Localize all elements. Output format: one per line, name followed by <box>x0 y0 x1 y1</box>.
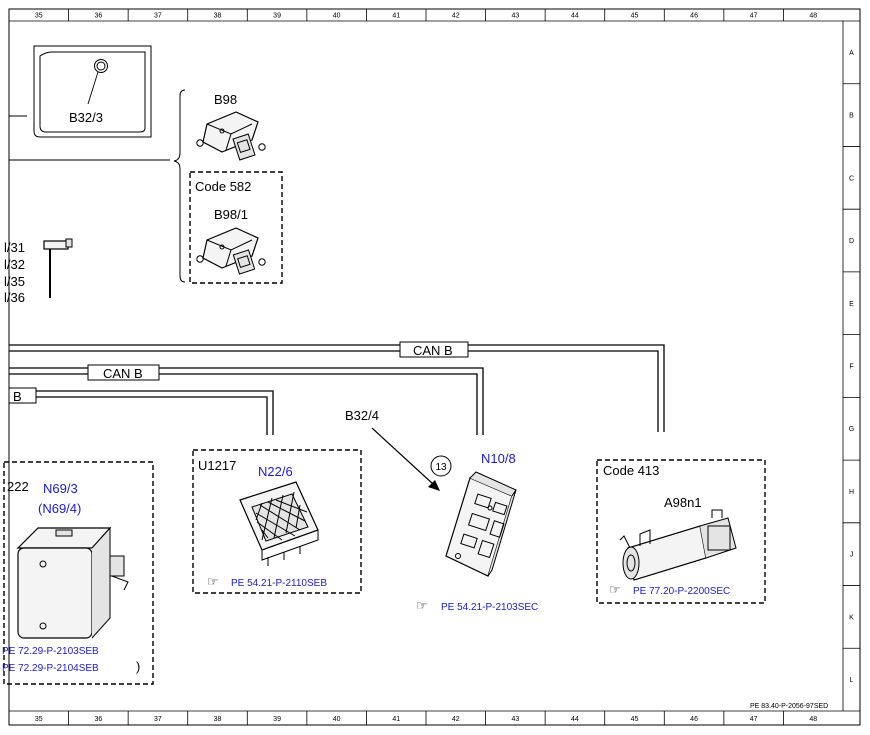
pointing-hand-icon-n10: ☞ <box>416 598 428 613</box>
can-b-low-label: B <box>13 389 22 404</box>
can-b-mid-label: CAN B <box>103 366 143 381</box>
n69-ref-a: PE 72.29-P-2103SEB <box>2 646 99 657</box>
grid-column-label: 39 <box>273 716 281 723</box>
grid-column-label: 37 <box>154 13 162 20</box>
n69-3-label: N69/3 <box>43 481 78 496</box>
code-413-label: Code 413 <box>603 463 659 478</box>
temperature-sensor <box>43 238 73 298</box>
b98-1-label: B98/1 <box>214 207 248 222</box>
grid-row-label: D <box>849 238 854 245</box>
n22-6-label: N22/6 <box>258 464 293 479</box>
grid-column-label: 39 <box>273 13 281 20</box>
grid-column-label: 44 <box>571 13 579 20</box>
grid-column-label: 35 <box>35 13 43 20</box>
grid-row-label: H <box>849 489 854 496</box>
grid-row-label: A <box>849 50 854 57</box>
grid-row-label: E <box>849 301 854 308</box>
grid-column-label: 45 <box>631 13 639 20</box>
grid-column-label: 45 <box>631 716 639 723</box>
n69-module <box>16 526 129 639</box>
grid-column-label: 42 <box>452 716 460 723</box>
grid-column-label: 44 <box>571 716 579 723</box>
left-ref-3: l/35 <box>4 274 25 289</box>
grid-column-label: 36 <box>94 716 102 723</box>
u1217-label: U1217 <box>198 458 236 473</box>
b32-4-label: B32/4 <box>345 408 379 423</box>
grid-column-label: 43 <box>511 13 519 20</box>
grid-column-label: 46 <box>690 13 698 20</box>
grid-column-label: 43 <box>511 716 519 723</box>
can-b-top-label: CAN B <box>413 343 453 358</box>
n69-4-label: (N69/4) <box>38 501 81 516</box>
grid-column-label: 40 <box>333 716 341 723</box>
code-582-box <box>189 171 283 284</box>
a98n1-ref: PE 77.20-P-2200SEC <box>633 586 730 597</box>
b98-label: B98 <box>214 92 237 107</box>
grid-column-label: 35 <box>35 716 43 723</box>
left-ref-2: l/32 <box>4 257 25 272</box>
grid-row-label: J <box>850 552 854 559</box>
grid-column-label: 36 <box>94 13 102 20</box>
u1217-box <box>192 449 362 594</box>
code-413-box <box>596 459 766 604</box>
n22-6-unit <box>239 481 319 566</box>
grid-column-label: 47 <box>750 13 758 20</box>
left-ref-4: l/36 <box>4 290 25 305</box>
grid-column-label: 42 <box>452 13 460 20</box>
grid-column-label: 38 <box>214 13 222 20</box>
grid-column-label: 40 <box>333 13 341 20</box>
grid-column-label: 38 <box>214 716 222 723</box>
grid-column-label: 37 <box>154 716 162 723</box>
n10-8-module <box>445 471 517 577</box>
grid-row-label: L <box>850 677 854 684</box>
diagram-frame <box>8 8 861 726</box>
grid-column-label: 47 <box>750 716 758 723</box>
n69-ref-b: PE 72.29-P-2104SEB <box>2 663 99 674</box>
grid-column-label: 48 <box>809 716 817 723</box>
n10-8-ref: PE 54.21-P-2103SEC <box>441 602 538 613</box>
b98-actuator <box>196 111 266 161</box>
n69-prefix: 222 <box>7 479 29 494</box>
grid-row-label: K <box>849 614 854 621</box>
a98n1-label: A98n1 <box>664 495 702 510</box>
code-582-label: Code 582 <box>195 179 251 194</box>
grid-row-label: G <box>849 426 854 433</box>
grid-row-label: C <box>849 175 854 182</box>
b32-3-label: B32/3 <box>69 110 103 125</box>
group-brace <box>173 89 186 283</box>
arrow-icon <box>371 427 434 485</box>
n69-paren-close: ) <box>136 659 140 674</box>
grid-column-label: 48 <box>809 13 817 20</box>
grid-row-label: B <box>849 113 854 120</box>
grid-row-label: F <box>849 364 853 371</box>
grid-column-label: 41 <box>392 716 400 723</box>
can-bus-lines <box>9 344 665 435</box>
b98-1-actuator <box>196 227 266 275</box>
n69-box <box>3 461 154 685</box>
n10-8-label: N10/8 <box>481 451 516 466</box>
a98n1-motor <box>619 509 737 581</box>
grid-column-label: 41 <box>392 13 400 20</box>
callout-circle-icon <box>430 455 452 477</box>
grid-lines <box>68 9 860 725</box>
pointing-hand-icon-a98: ☞ <box>609 582 621 597</box>
n22-6-ref: PE 54.21-P-2110SEB <box>231 578 327 589</box>
grid-column-label: 46 <box>690 716 698 723</box>
footer-code: PE 83.40-P-2056-97SED <box>750 703 828 710</box>
callout-13-label: 13 <box>435 462 447 473</box>
left-ref-1: l/31 <box>4 240 25 255</box>
pointing-hand-icon-n22: ☞ <box>207 574 219 589</box>
grid-labels: 35 35 36 36 37 37 38 38 39 39 40 40 41 41 42 42 43 43 44 44… <box>35 13 854 724</box>
b32-3-sensor <box>9 45 170 161</box>
